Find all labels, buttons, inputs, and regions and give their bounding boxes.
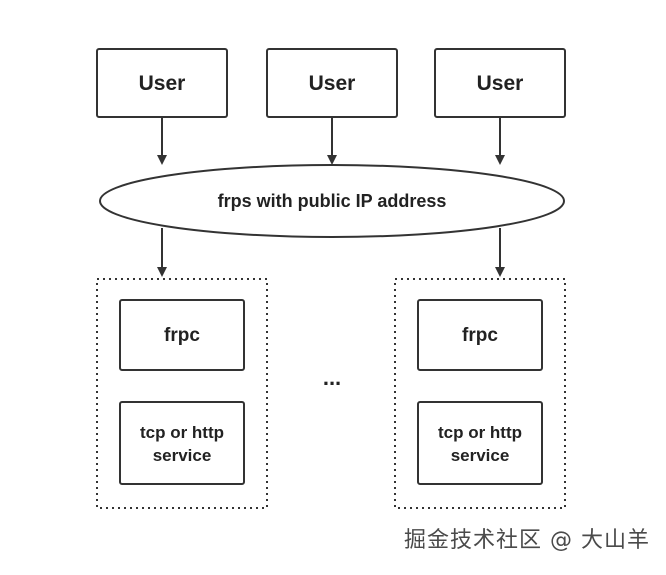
user-node-3: User <box>434 48 566 118</box>
client-group-2-border <box>394 278 566 509</box>
service-node-2 <box>417 401 543 485</box>
user-label-2: User <box>309 72 356 95</box>
user-label-3: User <box>477 72 524 95</box>
ellipsis-label: ... <box>323 365 341 390</box>
client-group-1: frpc tcp or http service <box>96 278 268 509</box>
frps-label: frps with public IP address <box>218 191 447 211</box>
frpc-node-2 <box>417 299 543 371</box>
service-label-2-line2: service <box>451 446 510 465</box>
client-group-1-border <box>96 278 268 509</box>
client-group-2: frpc tcp or http service <box>394 278 566 509</box>
frps-server-node: frps with public IP address <box>99 164 565 238</box>
user-label-1: User <box>139 72 186 95</box>
user-node-1: User <box>96 48 228 118</box>
service-label-2-line1: tcp or http <box>438 423 522 442</box>
service-node-1 <box>119 401 245 485</box>
service-label-1-line1: tcp or http <box>140 423 224 442</box>
frpc-node-1 <box>119 299 245 371</box>
service-label-1-line2: service <box>153 446 212 465</box>
frpc-label-2: frpc <box>462 325 498 346</box>
watermark-text: 掘金技术社区 @ 大山羊 <box>404 528 650 553</box>
user-node-2: User <box>266 48 398 118</box>
frpc-label-1: frpc <box>164 325 200 346</box>
